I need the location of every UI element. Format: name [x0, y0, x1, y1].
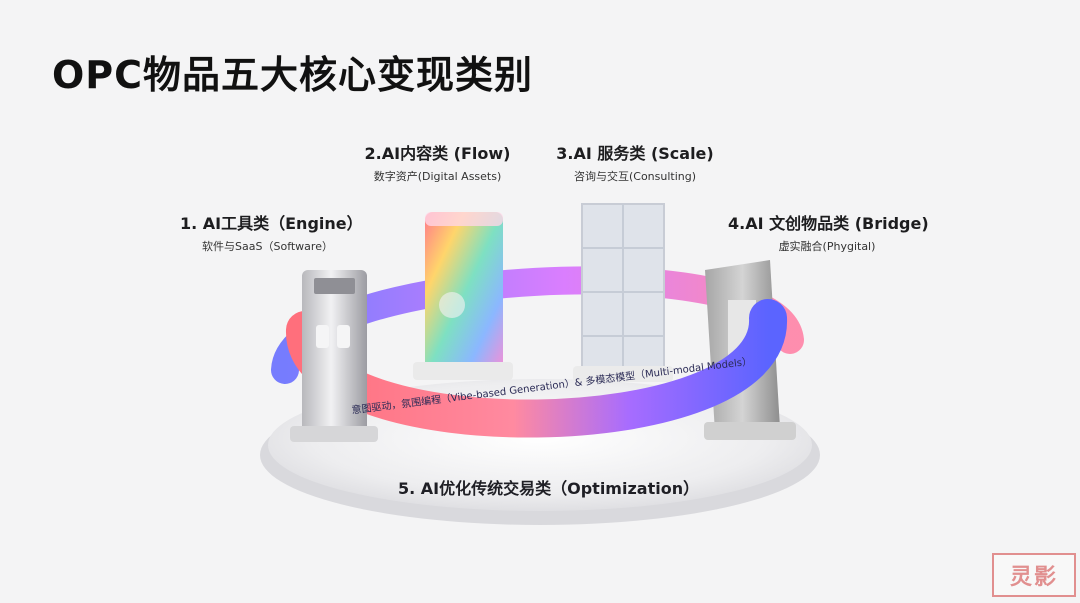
category-1-title: 1. AI工具类（Engine） — [180, 214, 363, 233]
illustration — [260, 203, 820, 525]
category-3-label: 3.AI 服务类 (Scale) 咨询与交互(Consulting) — [554, 140, 716, 184]
category-2-label: 2.AI内容类 (Flow) 数字资产(Digital Assets) — [360, 140, 515, 184]
category-3-subtitle: 咨询与交互(Consulting) — [573, 170, 697, 183]
slide-title: OPC物品五大核心变现类别 — [52, 53, 534, 97]
category-2-title: 2.AI内容类 (Flow) — [364, 144, 511, 163]
category-3-title: 3.AI 服务类 (Scale) — [556, 144, 714, 163]
block-content — [413, 212, 513, 380]
category-4-label: 4.AI 文创物品类 (Bridge) 虚实融合(Phygital) — [728, 210, 929, 254]
category-1-subtitle: 软件与SaaS（Software） — [202, 240, 333, 253]
category-4-subtitle: 虚实融合(Phygital) — [778, 240, 876, 253]
category-1-label: 1. AI工具类（Engine） 软件与SaaS（Software） — [180, 210, 363, 254]
block-service — [573, 203, 673, 382]
watermark-stamp: 灵影 — [992, 553, 1076, 597]
category-2-subtitle: 数字资产(Digital Assets) — [373, 170, 502, 183]
block-tool — [290, 270, 378, 442]
category-4-title: 4.AI 文创物品类 (Bridge) — [728, 214, 929, 233]
category-5-title: 5. AI优化传统交易类（Optimization） — [398, 479, 700, 498]
